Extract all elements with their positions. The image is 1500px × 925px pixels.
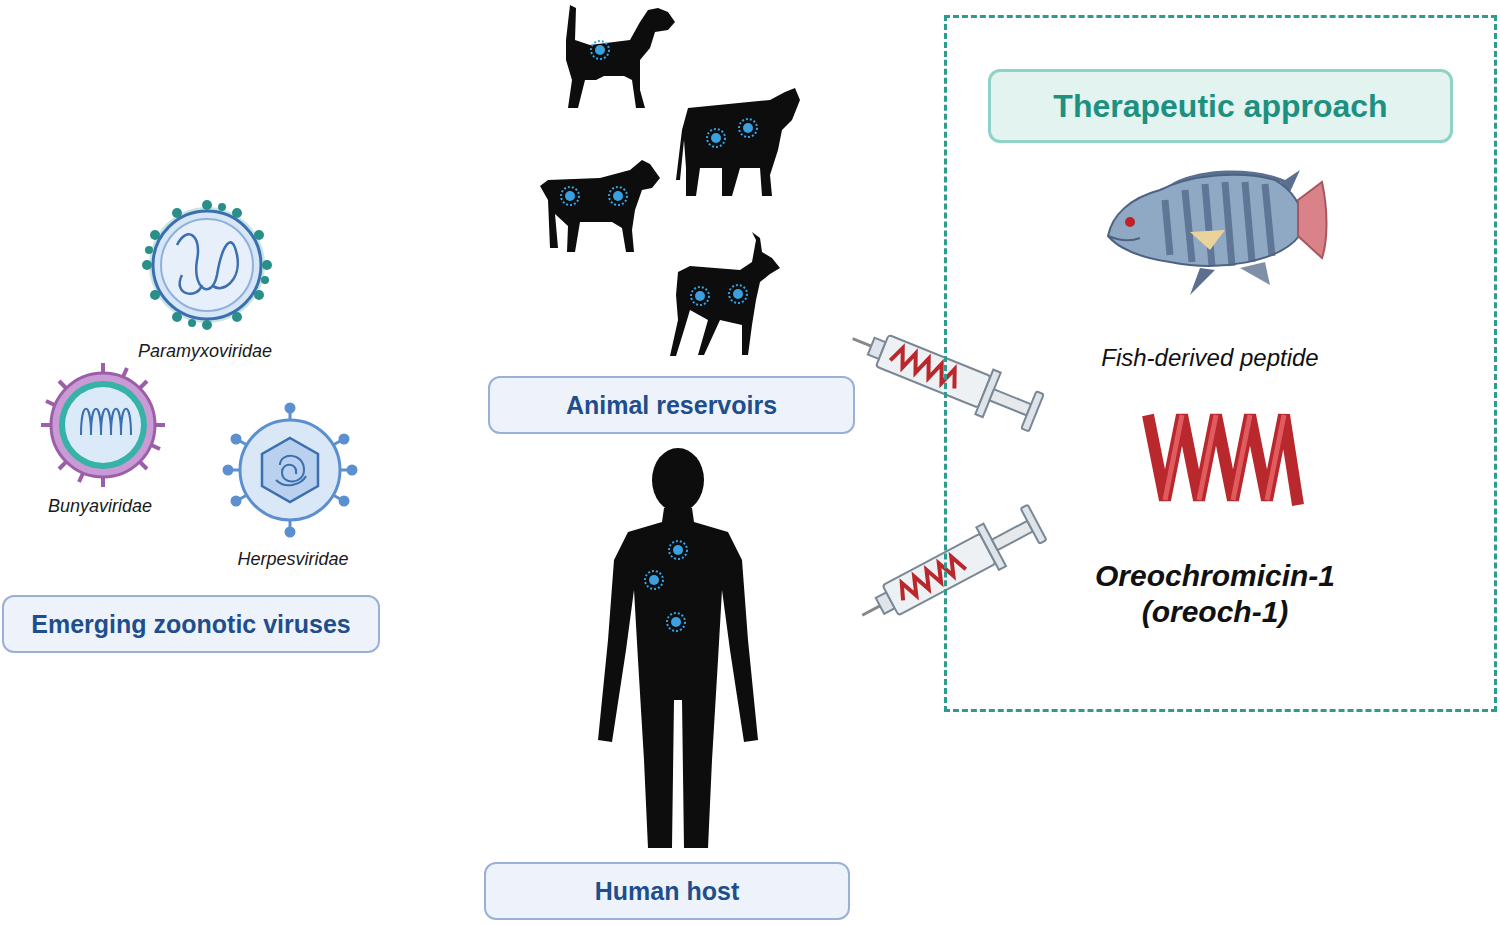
group-box: Human host (484, 862, 850, 920)
heading-box: Therapeutic approach (988, 69, 1453, 143)
syringe (851, 501, 1048, 636)
peptide-helix (1148, 415, 1298, 505)
fish-illustration (1108, 170, 1327, 295)
goat-silhouette (540, 160, 660, 252)
paramyxo-icon (142, 200, 272, 330)
deer-silhouette (670, 232, 780, 356)
box-label: Human host (595, 877, 739, 906)
virus-family-label: Herpesviridae (237, 549, 348, 570)
group-box: Emerging zoonotic viruses (2, 595, 380, 653)
box-label: Animal reservoirs (566, 391, 777, 420)
box-label: Emerging zoonotic viruses (31, 610, 351, 639)
human-silhouette (598, 448, 758, 848)
cow-silhouette (676, 88, 800, 196)
virus-family-label: Paramyxoviridae (138, 341, 272, 362)
caption-text: Fish-derived peptide (1050, 344, 1370, 373)
virus-family-label: Bunyaviridae (48, 496, 152, 517)
box-label: Therapeutic approach (1053, 88, 1387, 125)
bunya-icon (41, 363, 165, 487)
dog-silhouette (566, 5, 675, 108)
herpes-icon (224, 404, 356, 536)
peptide-name: Oreochromicin-1 (oreoch-1) (1055, 558, 1375, 630)
group-box: Animal reservoirs (488, 376, 855, 434)
therapy-panel: Fish-derived peptideOreochromicin-1 (ore… (944, 15, 1497, 712)
